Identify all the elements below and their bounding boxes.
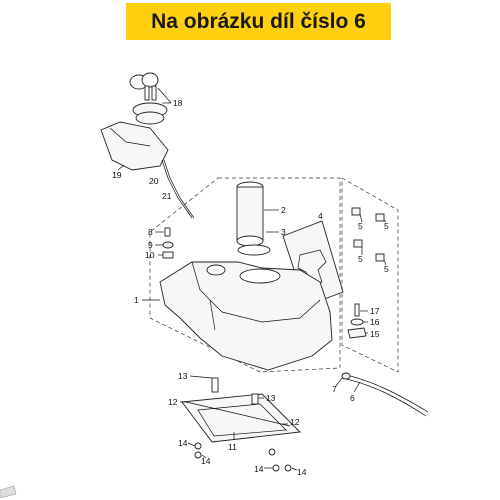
- callout-13b: 13: [266, 393, 276, 403]
- callout-7: 7: [332, 384, 337, 394]
- callout-5c: 5: [358, 254, 363, 264]
- fuel-pump: [236, 181, 271, 256]
- callout-15: 15: [370, 329, 380, 339]
- mount-bolt: [347, 303, 367, 339]
- callout-2: 2: [281, 205, 286, 215]
- tank-assembly-frame: [149, 177, 341, 373]
- drain-hose: [161, 159, 193, 219]
- bolt-stack: [162, 227, 174, 259]
- callout-9: 9: [148, 240, 153, 250]
- callout-14a: 14: [178, 438, 188, 448]
- callout-13a: 13: [178, 371, 188, 381]
- callout-14c: 14: [254, 464, 264, 474]
- callout-5d: 5: [384, 264, 389, 274]
- fuel-shroud: [100, 121, 169, 171]
- corner-logo: [0, 485, 17, 499]
- callout-5b: 5: [384, 221, 389, 231]
- callout-14d: 14: [297, 467, 307, 477]
- callout-10: 10: [145, 250, 155, 260]
- callout-18: 18: [173, 98, 183, 108]
- callout-4: 4: [318, 211, 323, 221]
- callout-16: 16: [370, 317, 380, 327]
- clips-frame: [341, 177, 399, 373]
- callout-17: 17: [370, 306, 380, 316]
- clips: [351, 207, 385, 262]
- callout-12a: 12: [168, 397, 178, 407]
- bracket-strap: [185, 401, 291, 427]
- callout-1: 1: [134, 295, 139, 305]
- callout-14b: 14: [201, 456, 211, 466]
- callout-6: 6: [350, 393, 355, 403]
- fuel-tank: [159, 261, 333, 371]
- callout-19: 19: [112, 170, 122, 180]
- tank-bracket: [181, 377, 301, 443]
- title-banner: Na obrázku díl číslo 6: [126, 3, 391, 40]
- nuts: [194, 442, 292, 472]
- banner-title: Na obrázku díl číslo 6: [151, 9, 366, 33]
- callout-5a: 5: [358, 221, 363, 231]
- callout-8: 8: [148, 227, 153, 237]
- callout-12b: 12: [290, 417, 300, 427]
- callout-3: 3: [281, 227, 286, 237]
- callout-11: 11: [228, 442, 237, 452]
- key-and-cap: [129, 72, 172, 125]
- callout-21: 21: [162, 191, 172, 201]
- callout-20: 20: [149, 176, 159, 186]
